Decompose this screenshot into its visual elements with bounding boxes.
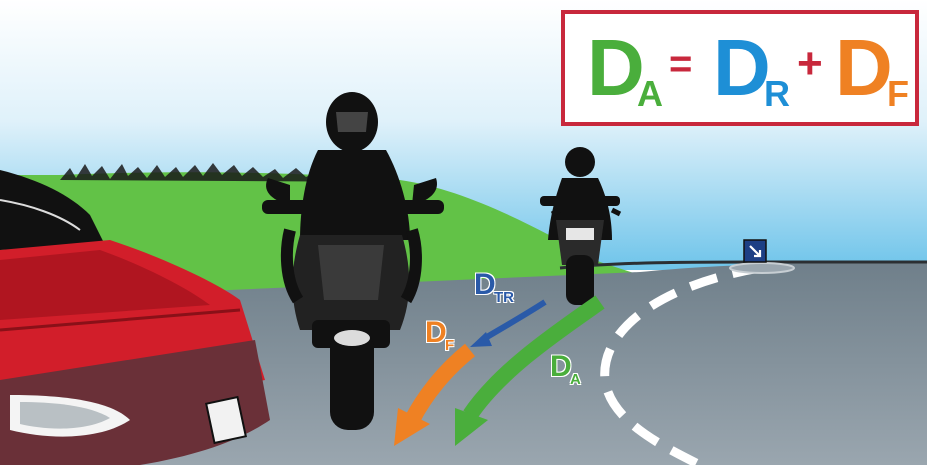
formula-dr-subscript: R [764, 73, 790, 114]
label-da-subscript: A [570, 371, 581, 388]
formula-df-subscript: F [887, 73, 909, 114]
road-marking [600, 263, 761, 465]
formula-box: D A = D R + D F [561, 10, 919, 126]
formula-plus: + [797, 39, 823, 88]
formula-equals: = [669, 42, 692, 86]
formula-da-subscript: A [637, 73, 663, 114]
red-car [0, 170, 270, 465]
dtr-arrow [470, 299, 547, 347]
formula-da-letter: D [587, 23, 645, 112]
df-arrow [394, 343, 476, 446]
label-dtr-subscript: TR [494, 289, 514, 306]
front-motorcyclist [262, 92, 444, 430]
road-sign [729, 239, 795, 274]
label-da-letter: D [550, 350, 572, 383]
label-df-subscript: F [445, 337, 455, 354]
label-df-letter: D [425, 316, 447, 349]
formula-df-letter: D [835, 23, 893, 112]
rear-motorcyclist [540, 147, 622, 305]
label-dtr-letter: D [474, 268, 496, 301]
formula-dr-letter: D [713, 23, 771, 112]
da-arrow [455, 295, 605, 446]
